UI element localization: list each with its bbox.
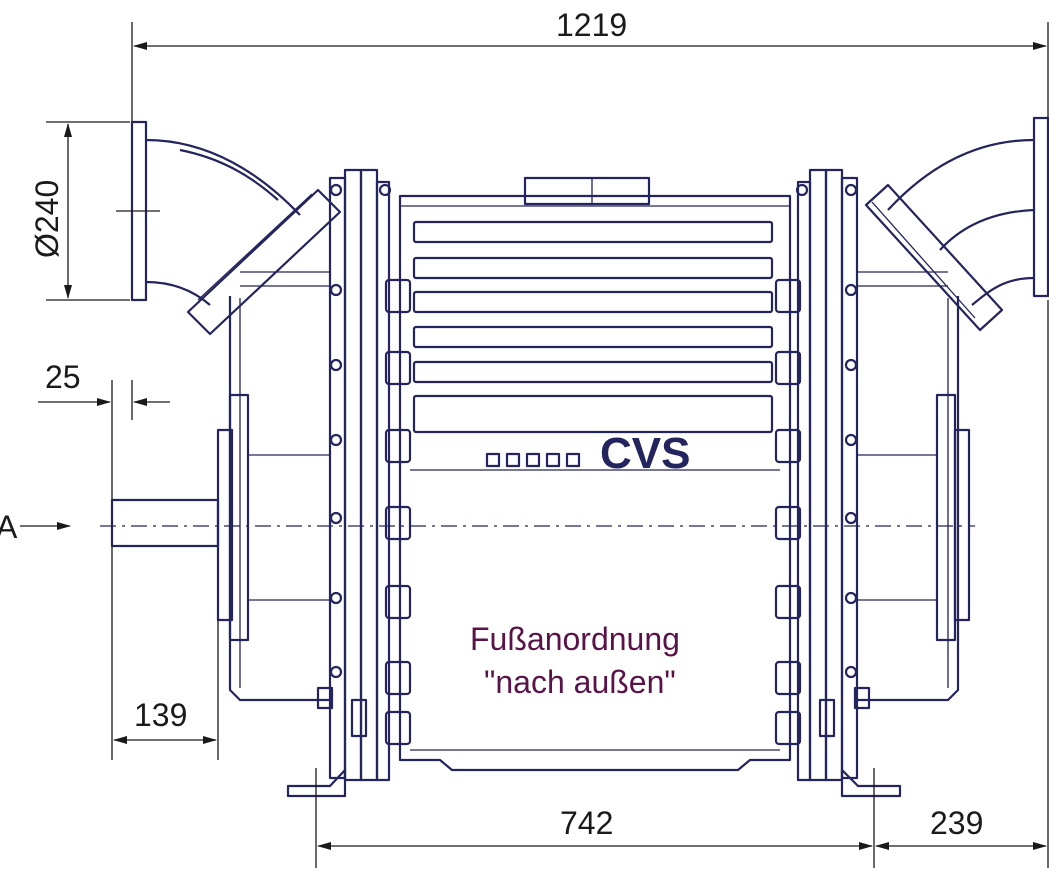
view-arrow-a: A: [0, 509, 71, 545]
housing-slots: [412, 220, 774, 434]
right-side-assembly: [857, 271, 971, 702]
dim-label-offset-small: 25: [45, 359, 81, 395]
brand-logo: CVS: [600, 429, 690, 478]
left-side-assembly: [216, 271, 330, 702]
dim-label-foot-offset-right: 239: [930, 805, 983, 841]
brand-squares: [485, 452, 581, 468]
view-label: A: [0, 509, 18, 545]
dimension-foot-spacing: 742: [315, 768, 875, 868]
dimension-shaft-offset: 139: [111, 546, 219, 760]
drive-shaft: [110, 498, 220, 548]
right-elbow-pipe: [864, 116, 1049, 332]
dimension-foot-offset-right: 239: [875, 300, 1049, 868]
dimension-offset-small: 25: [38, 359, 170, 500]
foot-arrangement-note-line1: Fußanordnung: [470, 621, 680, 657]
left-elbow-pipe: [130, 120, 342, 336]
foot-arrangement-note-line2: "nach außen": [484, 664, 676, 700]
brand-mark: CVS: [485, 429, 690, 478]
dim-label-overall-width: 1219: [556, 7, 627, 43]
dim-label-flange-diameter: Ø240: [29, 180, 65, 258]
left-frame: [316, 168, 412, 782]
dim-label-shaft-offset: 139: [134, 697, 187, 733]
dimension-flange-diameter: Ø240: [29, 121, 160, 301]
machine-body: [100, 116, 1049, 798]
dim-label-foot-spacing: 742: [560, 805, 613, 841]
mounting-feet: [286, 768, 902, 798]
dimension-overall-width: 1219: [131, 7, 1049, 122]
